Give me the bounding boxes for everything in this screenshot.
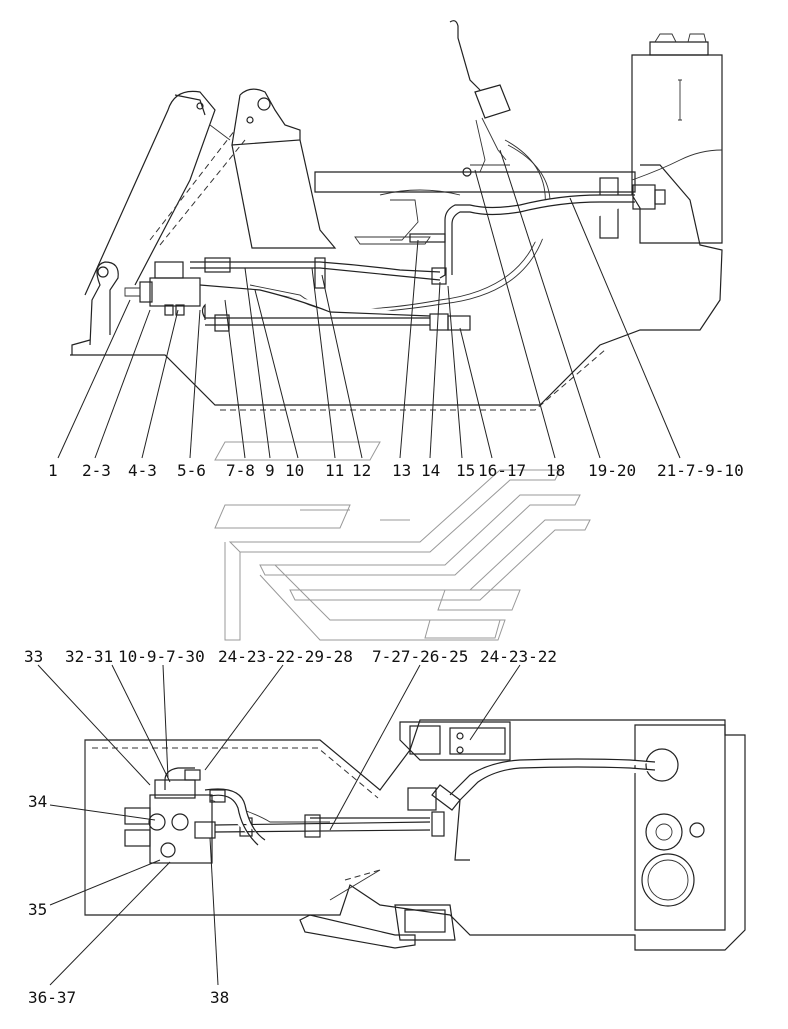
callout-7-8: 7-8	[226, 461, 255, 480]
bottom-view-callouts: 33 32-31 10-9-7-30 24-23-22-29-28 7-27-2…	[24, 647, 557, 1007]
callout-5-6: 5-6	[177, 461, 206, 480]
callout-1: 1	[48, 461, 58, 480]
callout-7-27-26-25: 7-27-26-25	[372, 647, 468, 666]
callout-32-31: 32-31	[65, 647, 113, 666]
callout-10: 10	[285, 461, 304, 480]
callout-33: 33	[24, 647, 43, 666]
callout-21-7-9-10: 21-7-9-10	[657, 461, 744, 480]
callout-34: 34	[28, 792, 47, 811]
callout-18: 18	[546, 461, 565, 480]
callout-38: 38	[210, 988, 229, 1007]
callout-2-3: 2-3	[82, 461, 111, 480]
top-view-callouts: 1 2-3 4-3 5-6 7-8 9 10 11 12 13 14 15 16…	[48, 461, 744, 480]
callout-13: 13	[392, 461, 411, 480]
top-side-view	[57, 20, 723, 459]
callout-36-37: 36-37	[28, 988, 76, 1007]
callout-35: 35	[28, 900, 47, 919]
callout-14: 14	[421, 461, 440, 480]
callout-24-23-22-top: 24-23-22	[480, 647, 557, 666]
bottom-plan-view	[37, 664, 746, 986]
callout-10-9-7-30: 10-9-7-30	[118, 647, 205, 666]
callout-15: 15	[456, 461, 475, 480]
callout-12: 12	[352, 461, 371, 480]
callout-24-23-22-29-28: 24-23-22-29-28	[218, 647, 353, 666]
callout-19-20: 19-20	[588, 461, 636, 480]
callout-9: 9	[265, 461, 275, 480]
callout-11: 11	[325, 461, 344, 480]
watermark-logo	[214, 441, 591, 641]
callout-4-3: 4-3	[128, 461, 157, 480]
callout-16-17: 16-17	[478, 461, 526, 480]
